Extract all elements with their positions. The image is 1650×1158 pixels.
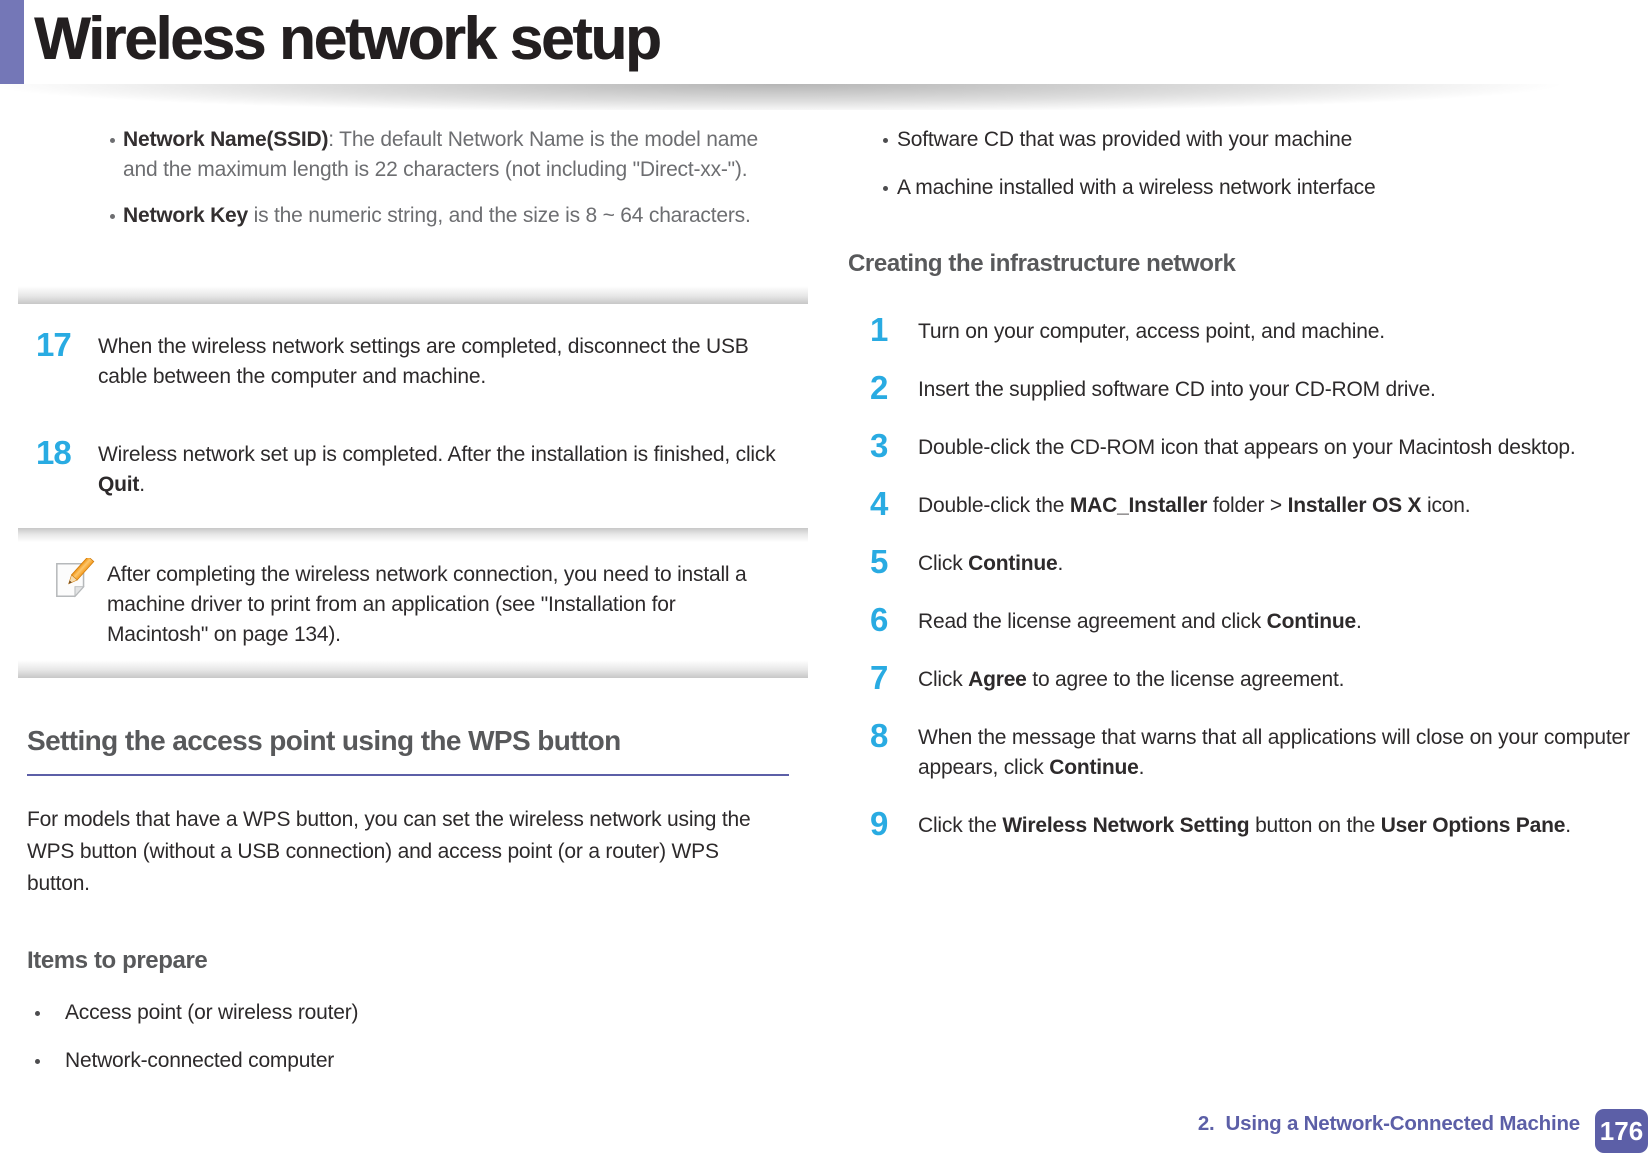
left-column: Network Name(SSID): The default Network …: [18, 110, 808, 1094]
step-text: Insert the supplied software CD into you…: [918, 378, 1436, 401]
step-text-part: When the wireless network settings are c…: [98, 335, 749, 388]
step-item: 6 Read the license agreement and click Co…: [848, 603, 1630, 637]
step-text-part: Wireless network set up is completed. Af…: [98, 443, 776, 466]
infrastructure-heading: Creating the infrastructure network: [848, 250, 1236, 277]
step-text: When the message that warns that all app…: [918, 726, 1630, 779]
step-text-part: .: [1565, 814, 1571, 837]
note-top-border: [18, 528, 808, 542]
step-text-part: Click the: [918, 814, 1003, 837]
step-item: 18 Wireless network set up is completed. …: [27, 436, 789, 500]
step-text-part: Continue: [1266, 610, 1357, 633]
footer-chapter-label: 2. Using a Network-Connected Machine: [1197, 1112, 1580, 1135]
list-item: Network Key is the numeric string, and t…: [110, 201, 789, 231]
note-pencil-icon: [56, 558, 95, 598]
step-text-part: Click: [918, 552, 969, 575]
step-text: Turn on your computer, access point, and…: [918, 320, 1385, 343]
step-text-part: .: [139, 473, 145, 496]
step-text: Click Continue.: [918, 552, 1063, 575]
note-box: After completing the wireless network co…: [18, 528, 808, 678]
step-text: Wireless network set up is completed. Af…: [98, 443, 776, 496]
list-item: A machine installed with a wireless netw…: [883, 173, 1630, 203]
bullet-rest: : The default Network Name is the model …: [123, 128, 758, 181]
step-number: 3: [870, 427, 888, 464]
step-text: Read the license agreement and click Con…: [918, 610, 1362, 633]
step-text-part: Click: [918, 668, 969, 691]
step-number: 5: [870, 543, 888, 580]
step-text-part: folder >: [1207, 494, 1288, 517]
step-text-part: MAC_Installer: [1069, 494, 1208, 517]
step-item: 2 Insert the supplied software CD into yo…: [848, 371, 1630, 405]
step-text: Click the Wireless Network Setting butto…: [918, 814, 1571, 837]
step-item: 8 When the message that warns that all ap…: [848, 719, 1630, 783]
step-text-part: .: [1138, 756, 1145, 779]
step-text: Double-click the MAC_Installer folder > …: [918, 494, 1471, 517]
page-number-badge: 176: [1595, 1109, 1648, 1153]
step-text-part: Installer OS X: [1287, 494, 1422, 517]
step-text-part: Agree: [968, 668, 1027, 691]
step-text-part: Continue: [968, 552, 1058, 575]
header-divider: [0, 84, 1650, 110]
step-text-part: When the message that warns that all app…: [918, 726, 1630, 779]
step-number: 8: [870, 717, 888, 754]
items-to-prepare-heading: Items to prepare: [27, 947, 208, 974]
step-text-part: to agree to the license agreement.: [1026, 668, 1345, 691]
numbered-steps-list-right: 1 Turn on your computer, access point, an…: [848, 313, 1630, 841]
note-body: After completing the wireless network co…: [27, 542, 789, 660]
list-item: Network-connected computer: [35, 1046, 789, 1076]
intro-bullet-list: Network Name(SSID): The default Network …: [27, 125, 789, 231]
step-text-part: .: [1356, 610, 1362, 633]
step-text: When the wireless network settings are c…: [98, 335, 749, 388]
step-number: 18: [36, 434, 72, 471]
step-item: 9 Click the Wireless Network Setting butt…: [848, 807, 1630, 841]
step-item: 1 Turn on your computer, access point, an…: [848, 313, 1630, 347]
section-heading: Setting the access point using the WPS b…: [27, 724, 789, 776]
note-bottom-border: [18, 660, 808, 678]
step-text: Double-click the CD-ROM icon that appear…: [918, 436, 1576, 459]
list-item: Access point (or wireless router): [35, 998, 789, 1028]
bullet-lead: Network Name(SSID): [123, 128, 329, 151]
step-text-part: Double-click the: [918, 494, 1070, 517]
step-item: 3 Double-click the CD-ROM icon that appea…: [848, 429, 1630, 463]
step-text-part: button on the: [1249, 814, 1381, 837]
step-item: 17 When the wireless network settings are…: [27, 328, 789, 392]
step-text-part: Insert the supplied software CD into you…: [918, 378, 1436, 401]
step-item: 7 Click Agree to agree to the license agr…: [848, 661, 1630, 695]
header-accent-bar: [0, 0, 24, 90]
step-number: 1: [870, 311, 888, 348]
items-bullet-list: Access point (or wireless router) Network…: [27, 998, 789, 1076]
step-text-part: Wireless Network Setting: [1002, 814, 1250, 837]
section-paragraph: For models that have a WPS button, you c…: [27, 808, 751, 895]
step-text-part: Read the license agreement and click: [918, 610, 1267, 633]
step-text-part: User Options Pane: [1380, 814, 1566, 837]
list-item: Software CD that was provided with your …: [883, 125, 1630, 155]
step-number: 2: [870, 369, 888, 406]
step-text-part: Quit: [98, 473, 140, 496]
page-title: Wireless network setup: [34, 5, 662, 72]
right-column: Software CD that was provided with your …: [848, 110, 1630, 869]
step-number: 7: [870, 659, 888, 696]
bullet-lead: Network Key: [123, 204, 249, 227]
step-number: 4: [870, 485, 888, 522]
section-divider-bar: [18, 286, 808, 304]
step-text-part: Turn on your computer, access point, and…: [918, 320, 1385, 343]
list-item: Network Name(SSID): The default Network …: [110, 125, 789, 185]
step-text-part: Continue: [1049, 756, 1139, 779]
requirements-bullet-list: Software CD that was provided with your …: [848, 125, 1630, 203]
step-number: 6: [870, 601, 888, 638]
step-item: 4 Double-click the MAC_Installer folder >…: [848, 487, 1630, 521]
note-text: After completing the wireless network co…: [107, 563, 747, 646]
step-text-part: Double-click the CD-ROM icon that appear…: [918, 436, 1576, 459]
step-number: 17: [36, 326, 72, 363]
step-text: Click Agree to agree to the license agre…: [918, 668, 1344, 691]
step-text-part: .: [1057, 552, 1064, 575]
step-number: 9: [870, 805, 888, 842]
numbered-steps-list-left: 17 When the wireless network settings are…: [27, 328, 789, 500]
bullet-rest: is the numeric string, and the size is 8…: [248, 204, 751, 227]
step-item: 5 Click Continue.: [848, 545, 1630, 579]
step-text-part: icon.: [1421, 494, 1471, 517]
